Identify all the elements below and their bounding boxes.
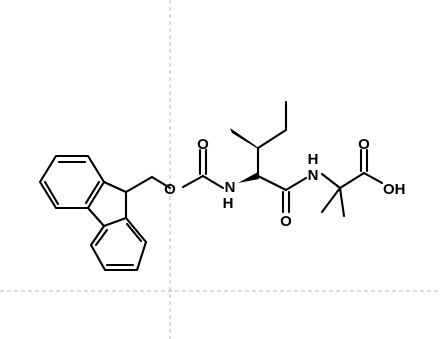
label-acid-carbonyl-oxygen: O — [358, 136, 370, 153]
aromatic-double-bond — [84, 180, 101, 205]
fmoc-linker — [124, 175, 172, 194]
wedge-bond-beta-methyl — [230, 128, 260, 150]
aib-residue — [320, 148, 384, 218]
label-carbamate-carbonyl-oxygen: O — [197, 136, 209, 153]
alpha-carbonyl-bond — [256, 174, 288, 192]
beta-gamma-bond — [256, 128, 288, 150]
c9-ch2-bond — [124, 175, 154, 194]
quaternary-carboxyl-bond — [338, 171, 366, 190]
fluorene-group — [38, 154, 148, 272]
fluorene-biaryl-bond — [86, 206, 106, 228]
acid-c-oh-bond — [362, 171, 384, 185]
benzene-ring-upper — [38, 154, 106, 210]
label-carbamate-oxygen: O — [164, 181, 176, 198]
label-amide-nitrogen: N — [308, 167, 319, 184]
atom-labels: O O N H N H O O OH — [164, 136, 405, 230]
isoleucine-residue — [230, 100, 308, 214]
carbonyl-n-bond-2 — [284, 176, 308, 192]
aromatic-double-bond — [94, 228, 109, 247]
wedge-bond-alpha — [238, 172, 259, 183]
methyl-bond-right — [338, 186, 346, 218]
carbonyl-n-bond — [201, 174, 225, 190]
aromatic-double-bond — [43, 180, 60, 206]
n-quaternary-bond — [320, 172, 342, 190]
ch2-o-bond — [150, 175, 172, 190]
benzene-ring-lower — [89, 216, 148, 272]
carbamate-group — [181, 148, 225, 190]
label-carbamate-hydrogen: H — [223, 195, 234, 212]
methyl-bond-left — [320, 186, 342, 214]
label-carbamate-nitrogen: N — [225, 179, 236, 196]
o-carbonyl-bond — [181, 174, 205, 189]
label-acid-hydroxyl: OH — [383, 181, 406, 198]
fluorene-bridge-bond — [102, 180, 128, 194]
label-amide-hydrogen: H — [308, 151, 319, 168]
label-amide-carbonyl-oxygen: O — [280, 213, 292, 230]
aromatic-double-bond — [125, 222, 143, 243]
